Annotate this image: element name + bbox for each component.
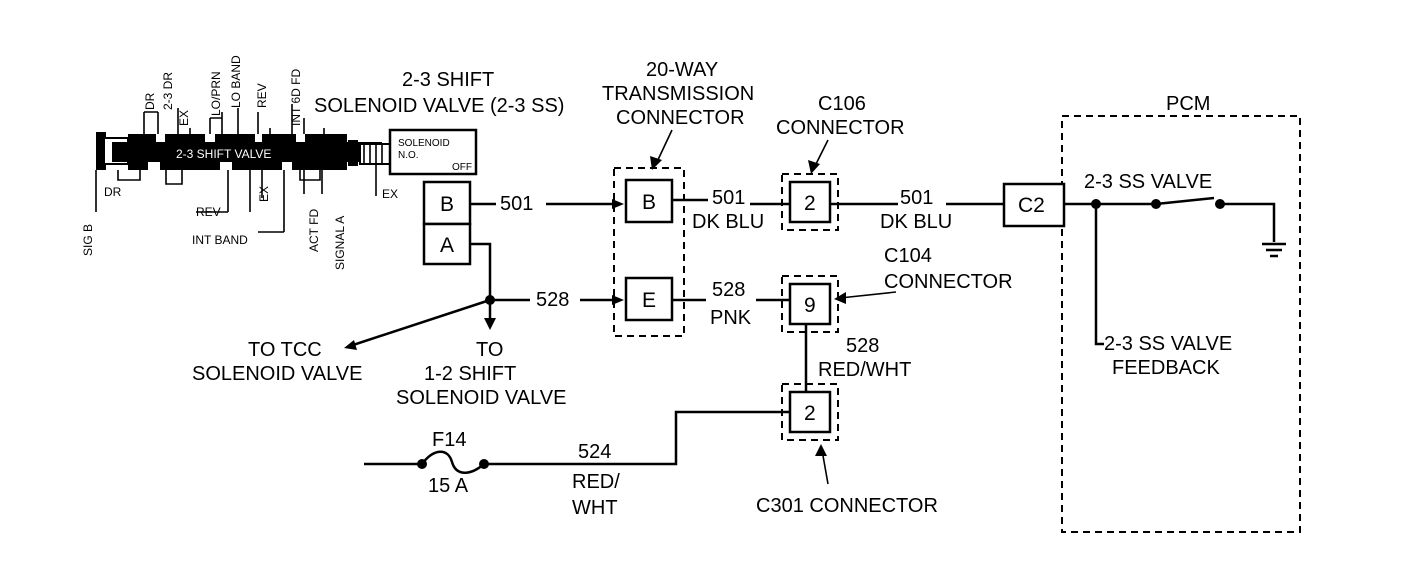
wire-501-b-num: 501 <box>712 187 745 209</box>
fuse-name: F14 <box>432 429 466 451</box>
dest-tcc-line1: TO TCC <box>248 339 322 361</box>
label-lo-band: LO BAND <box>229 55 243 108</box>
pcm-feedback-line1: 2-3 SS VALVE <box>1104 333 1232 355</box>
trans-connector-pointer <box>655 129 673 165</box>
pcm-pin-box <box>1002 182 1066 228</box>
label-shift-valve: 2-3 SHIFT VALVE <box>176 147 271 161</box>
label-rev-top: REV <box>255 83 269 108</box>
label-solenoid-no: N.O. <box>398 150 419 161</box>
c104-title-line1: C104 <box>884 245 932 267</box>
solenoid-pin-a: A <box>440 234 454 257</box>
label-int-6d-fd: INT 6D FD <box>289 69 303 126</box>
ground-icon <box>1262 242 1286 258</box>
c301-pin-box <box>788 390 832 434</box>
label-2-3-dr: 2-3 DR <box>161 72 175 110</box>
wire-501-b-color: DK BLU <box>692 211 764 233</box>
wire-501-a: 501 <box>500 193 533 215</box>
dest-to: TO <box>476 339 503 361</box>
c104-pin-box <box>788 282 832 326</box>
label-ex-solenoid: EX <box>382 187 398 201</box>
label-int-band: INT BAND <box>192 233 248 247</box>
wire-528-c-color: RED/WHT <box>818 359 911 381</box>
c106-title-line2: CONNECTOR <box>776 117 905 139</box>
wire-528-b-num: 528 <box>712 279 745 301</box>
pcm-title: PCM <box>1166 93 1210 115</box>
solenoid-title-line2: SOLENOID VALVE (2-3 SS) <box>314 95 564 117</box>
pcm-outline <box>1061 115 1301 533</box>
label-ex-bottom: EX <box>257 186 271 202</box>
shift-valve-body <box>95 104 478 233</box>
c104-title-line2: CONNECTOR <box>884 271 1013 293</box>
fuse-rating: 15 A <box>428 475 469 497</box>
c106-pin-box <box>788 180 832 224</box>
wire-528-c-num: 528 <box>846 335 879 357</box>
wire-524-color-line1: RED/ <box>572 471 620 493</box>
trans-connector-pin-b: B <box>642 191 656 214</box>
wire-524-color-line2: WHT <box>572 497 618 519</box>
c106-title-line1: C106 <box>818 93 866 115</box>
pcm-switch <box>1064 196 1276 346</box>
label-dr-top: DR <box>143 92 157 110</box>
label-rev-bottom: REV <box>196 205 221 219</box>
wire-501-c-color: DK BLU <box>880 211 952 233</box>
label-solenoid-off: OFF <box>452 162 472 173</box>
label-ex-top: EX <box>177 110 191 126</box>
solenoid-terminal-a <box>422 222 472 266</box>
label-act-fd: ACT FD <box>307 209 321 252</box>
wire-501-c-num: 501 <box>900 187 933 209</box>
c301-pin: 2 <box>804 402 816 425</box>
dest-12-line1: 1-2 SHIFT <box>424 363 516 385</box>
dest-12-line2: SOLENOID VALVE <box>396 387 566 409</box>
label-solenoid: SOLENOID <box>398 138 450 149</box>
c104-pin: 9 <box>804 294 816 317</box>
trans-connector-pin-e: E <box>642 289 656 312</box>
pcm-feedback-line2: FEEDBACK <box>1112 357 1220 379</box>
c104-outline <box>781 275 839 333</box>
solenoid-pin-b: B <box>440 193 454 216</box>
label-dr-bottom: DR <box>104 185 122 199</box>
trans-connector-pin-b-box <box>624 178 674 224</box>
trans-connector-title-line3: CONNECTOR <box>616 107 745 129</box>
pcm-pin: C2 <box>1018 194 1045 217</box>
wire-524-num: 524 <box>578 441 611 463</box>
label-lo-prn: LO/PRN <box>209 71 223 116</box>
c106-outline <box>781 173 839 231</box>
trans-connector-title-line1: 20-WAY <box>646 59 718 81</box>
c301-title: C301 CONNECTOR <box>756 495 938 517</box>
pcm-valve-label: 2-3 SS VALVE <box>1084 171 1212 193</box>
wires <box>344 198 1004 474</box>
label-signal-a: SIGNAL A <box>333 216 347 270</box>
wire-528-a: 528 <box>536 289 569 311</box>
trans-connector-title-line2: TRANSMISSION <box>602 83 754 105</box>
c106-pin: 2 <box>804 192 816 215</box>
wire-528-b-color: PNK <box>710 307 752 329</box>
dest-tcc-line2: SOLENOID VALVE <box>192 363 362 385</box>
solenoid-title-line1: 2-3 SHIFT <box>402 69 494 91</box>
valve-port-labels: SIG B DR 2-3 DR EX LO/PRN LO BAND REV IN… <box>81 55 472 270</box>
label-sig-b: SIG B <box>81 224 95 256</box>
